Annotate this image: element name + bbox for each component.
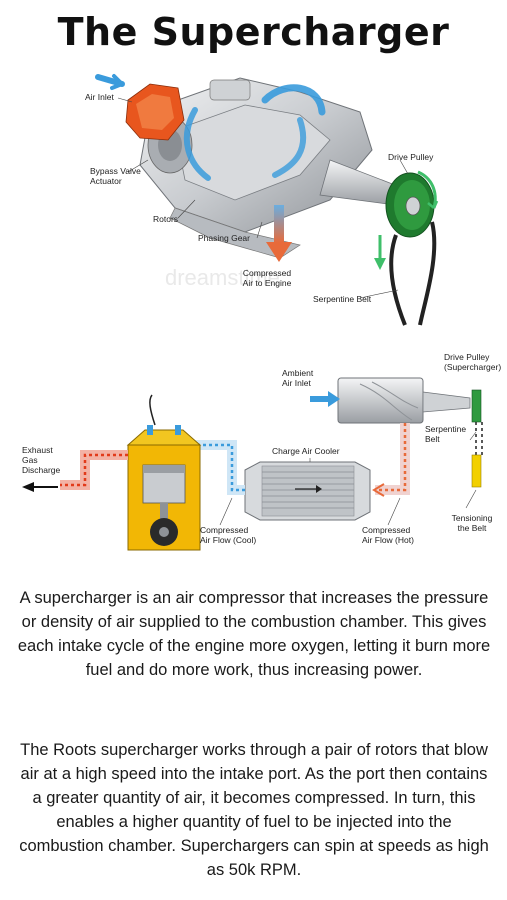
supercharger-pulley <box>471 389 483 488</box>
label-compressed-air: Compressed Air to Engine <box>242 268 292 288</box>
air-inlet-housing <box>125 83 185 141</box>
supercharger-unit <box>337 377 471 424</box>
paragraph-intro: A supercharger is an air compressor that… <box>17 589 491 679</box>
charge-air-cooler <box>244 461 371 521</box>
label-charge-air-cooler: Charge Air Cooler <box>272 446 340 456</box>
airflow-arrows <box>95 74 326 181</box>
label-compressed-cool: Compressed Air Flow (Cool) <box>200 525 257 545</box>
label-compressed-hot: Compressed Air Flow (Hot) <box>362 525 414 545</box>
watermark: dreamstime <box>165 265 280 290</box>
label-bypass-valve: Bypass Valve Actuator <box>90 166 141 186</box>
belt-direction-arrow <box>374 235 386 270</box>
label-tensioning: Tensioning the Belt <box>451 513 493 533</box>
cool-air-pipe <box>185 440 245 495</box>
label-drive-pulley: Drive Pulley <box>388 152 434 162</box>
compressed-air-arrow <box>266 205 292 262</box>
page-title: The Supercharger <box>57 10 450 54</box>
label-ambient-inlet: Ambient Air Inlet <box>282 368 314 388</box>
leader-lines-top <box>117 97 409 299</box>
paragraph-roots: The Roots supercharger works through a p… <box>19 741 489 879</box>
serpentine-belt-top <box>389 221 437 326</box>
label-phasing-gear: Phasing Gear <box>198 233 250 243</box>
label-air-inlet: Air Inlet <box>85 92 114 102</box>
drive-pulley <box>385 170 439 238</box>
exhaust-pipe <box>60 450 128 490</box>
label-exhaust: Exhaust Gas Discharge <box>22 445 61 475</box>
hot-air-pipe <box>372 423 410 497</box>
leader-lines-bottom <box>219 431 477 526</box>
exhaust-arrow <box>22 482 58 492</box>
label-serpentine-belt: Serpentine Belt <box>313 294 372 304</box>
label-rotors: Rotors <box>153 214 179 224</box>
engine-cylinder <box>126 394 202 551</box>
label-drive-pulley-sc: Drive Pulley (Supercharger) <box>444 352 502 372</box>
supercharger-housing <box>139 77 396 259</box>
ambient-air-arrow <box>310 391 340 407</box>
label-serpentine-belt-bottom: Serpentine Belt <box>425 424 467 444</box>
